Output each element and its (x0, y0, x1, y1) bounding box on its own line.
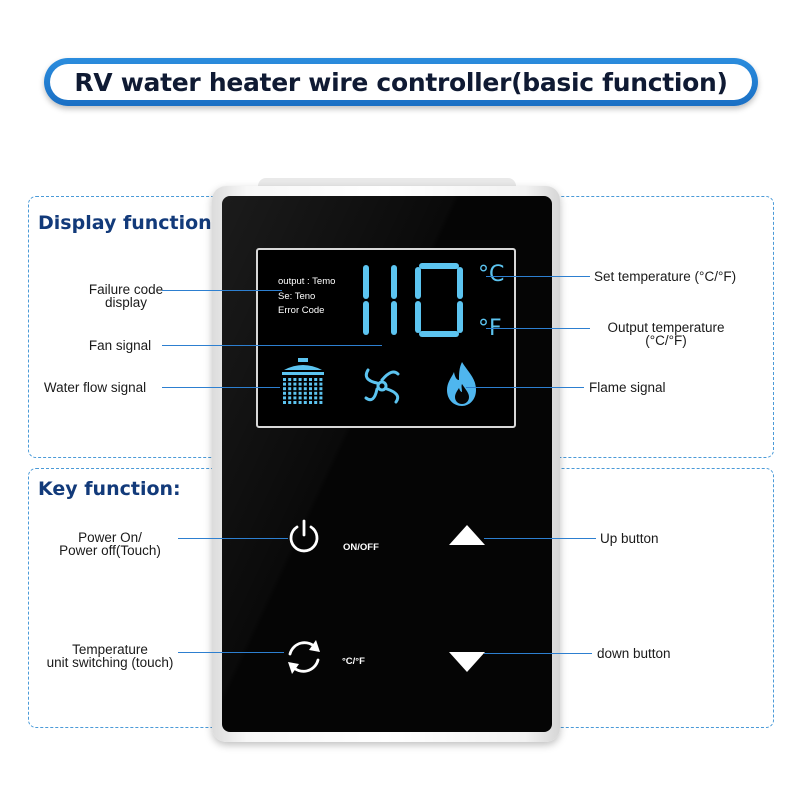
power-pointer (178, 538, 288, 539)
water-drop (298, 378, 302, 381)
fan-signal-label: Fan signal (88, 338, 152, 353)
water-drop (303, 396, 307, 400)
water-drop (303, 382, 307, 386)
water-drop (303, 391, 307, 395)
water-drop (288, 401, 292, 404)
water-drop (298, 382, 302, 386)
display-section-title: Display function: (38, 212, 220, 234)
water-drop (288, 396, 292, 400)
fan-icon (364, 368, 400, 404)
onoff-key-label: ON/OFF (343, 542, 379, 553)
water-drop (283, 391, 286, 395)
water-drop (309, 382, 312, 386)
temp-unit-pointer (178, 652, 284, 653)
up-button-label: Up button (600, 531, 659, 546)
water-drop (298, 401, 302, 404)
water-flow-label: Water flow signal (43, 380, 147, 395)
water-drop (288, 391, 292, 395)
water-drop (293, 391, 297, 395)
water-drop (288, 382, 292, 386)
lcd-output-line: output : Temo (278, 276, 336, 287)
water-drop (319, 401, 323, 404)
down-button-label: down button (597, 646, 671, 661)
water-drop (293, 401, 297, 404)
water-flow-icon (282, 358, 324, 404)
water-drop (309, 391, 312, 395)
water-drop (293, 387, 297, 391)
page-title: RV water heater wire controller(basic fu… (74, 67, 728, 97)
lcd-temperature-digits (363, 263, 463, 337)
up-pointer (484, 538, 596, 539)
water-drop (319, 396, 323, 400)
flame-signal-label: Flame signal (589, 380, 666, 395)
output-temp-label: Output temperature (°C/°F) (607, 320, 725, 348)
title-banner: RV water heater wire controller(basic fu… (44, 58, 758, 106)
water-drop (319, 391, 323, 395)
water-drop (314, 378, 318, 381)
water-drop (293, 396, 297, 400)
down-pointer (484, 653, 592, 654)
water-drop (309, 401, 312, 404)
flame-icon (447, 362, 476, 406)
water-drop (314, 396, 318, 400)
failure-code-pointer (162, 290, 282, 291)
water-drop (303, 401, 307, 404)
celsius-indicator: °C (478, 262, 505, 287)
water-drop (309, 396, 312, 400)
key-section-title: Key function: (38, 478, 181, 500)
water-drop (314, 382, 318, 386)
water-drop (319, 378, 323, 381)
unit-key-label: °C/°F (342, 656, 365, 667)
water-drop (283, 387, 286, 391)
water-drop (298, 396, 302, 400)
fan-signal-pointer (162, 345, 382, 346)
water-drop (314, 401, 318, 404)
unit-switch-button[interactable] (282, 636, 326, 678)
water-drop (288, 387, 292, 391)
water-drop (288, 378, 292, 381)
water-drop (314, 387, 318, 391)
water-drop (283, 382, 286, 386)
lcd-error-line: Error Code (278, 305, 325, 316)
water-drop (298, 387, 302, 391)
water-drop (319, 382, 323, 386)
set-temp-label: Set temperature (°C/°F) (594, 269, 737, 284)
water-drop (293, 378, 297, 381)
water-drop (309, 387, 312, 391)
water-drop (319, 387, 323, 391)
water-drop (309, 378, 312, 381)
water-drop (303, 387, 307, 391)
temp-unit-label: Temperature unit switching (touch) (46, 642, 174, 670)
set-temp-pointer (486, 276, 590, 277)
flame-pointer (466, 387, 584, 388)
water-drop (283, 401, 286, 404)
water-drop (283, 396, 286, 400)
power-button[interactable] (286, 518, 322, 556)
water-flow-pointer (162, 387, 280, 388)
output-temp-pointer (486, 328, 590, 329)
power-label: Power On/ Power off(Touch) (59, 530, 161, 558)
water-drop (314, 391, 318, 395)
lcd-set-line: Se: Teno (278, 291, 316, 302)
failure-code-label: Failure code display (88, 282, 164, 310)
water-drop (283, 378, 286, 381)
water-drop (298, 391, 302, 395)
down-button[interactable] (448, 651, 486, 673)
up-button[interactable] (448, 524, 486, 546)
water-drop (303, 378, 307, 381)
water-drop (293, 382, 297, 386)
